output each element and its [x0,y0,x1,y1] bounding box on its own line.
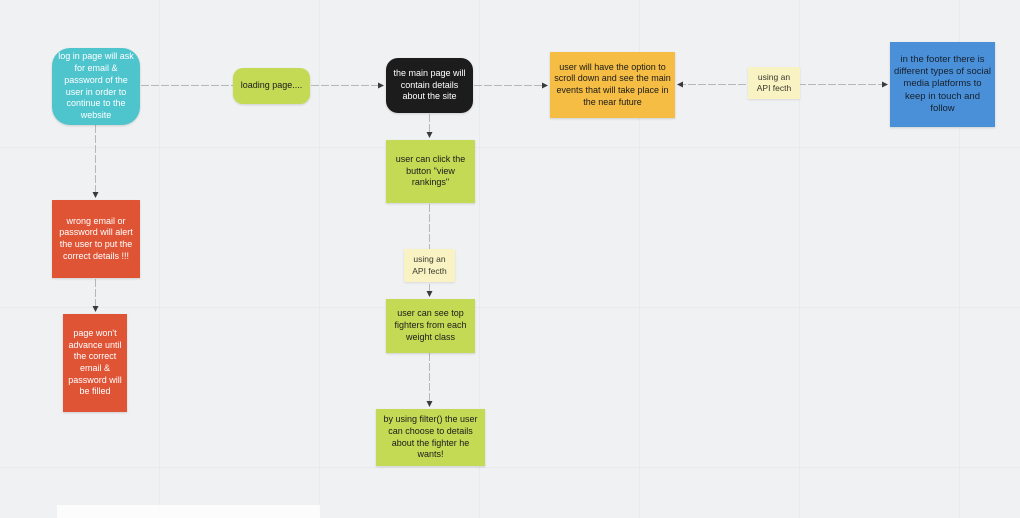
note-api-fetch-top[interactable]: using an API fecth [748,67,800,99]
sticky-loading-page-text: loading page.... [240,80,303,91]
sticky-login-page[interactable]: log in page will ask for email & passwor… [52,48,140,125]
sticky-main-page[interactable]: the main page will contain details about… [386,58,473,113]
sticky-footer-social-text: in the footer there is different types o… [894,53,991,115]
note-api-fetch-mid[interactable]: using an API fecth [404,249,455,282]
note-api-fetch-top-text: using an API fecth [756,71,792,93]
sticky-login-page-text: log in page will ask for email & passwor… [58,51,134,120]
sticky-main-page-text: the main page will contain details about… [393,67,466,102]
sticky-no-advance-text: page won't advance until the correct ema… [68,327,122,397]
sticky-loading-page[interactable]: loading page.... [233,68,310,104]
sticky-filter[interactable]: by using filter() the user can choose to… [376,409,485,466]
sticky-footer-social[interactable]: in the footer there is different types o… [890,42,995,127]
sticky-top-fighters[interactable]: user can see top fighters from each weig… [386,299,475,353]
sticky-filter-text: by using filter() the user can choose to… [383,414,478,460]
sticky-view-rankings-text: user can click the button "view rankings… [395,153,466,188]
sticky-view-rankings[interactable]: user can click the button "view rankings… [386,140,475,203]
sticky-top-fighters-text: user can see top fighters from each weig… [394,308,467,342]
frame-edge [57,505,320,518]
sticky-main-events[interactable]: user will have the option to scroll down… [550,52,675,118]
sticky-wrong-details-text: wrong email or password will alert the u… [59,215,133,261]
sticky-wrong-details[interactable]: wrong email or password will alert the u… [52,200,140,278]
sticky-no-advance[interactable]: page won't advance until the correct ema… [63,314,127,412]
note-api-fetch-mid-text: using an API fecth [412,254,447,276]
sticky-main-events-text: user will have the option to scroll down… [554,61,671,107]
